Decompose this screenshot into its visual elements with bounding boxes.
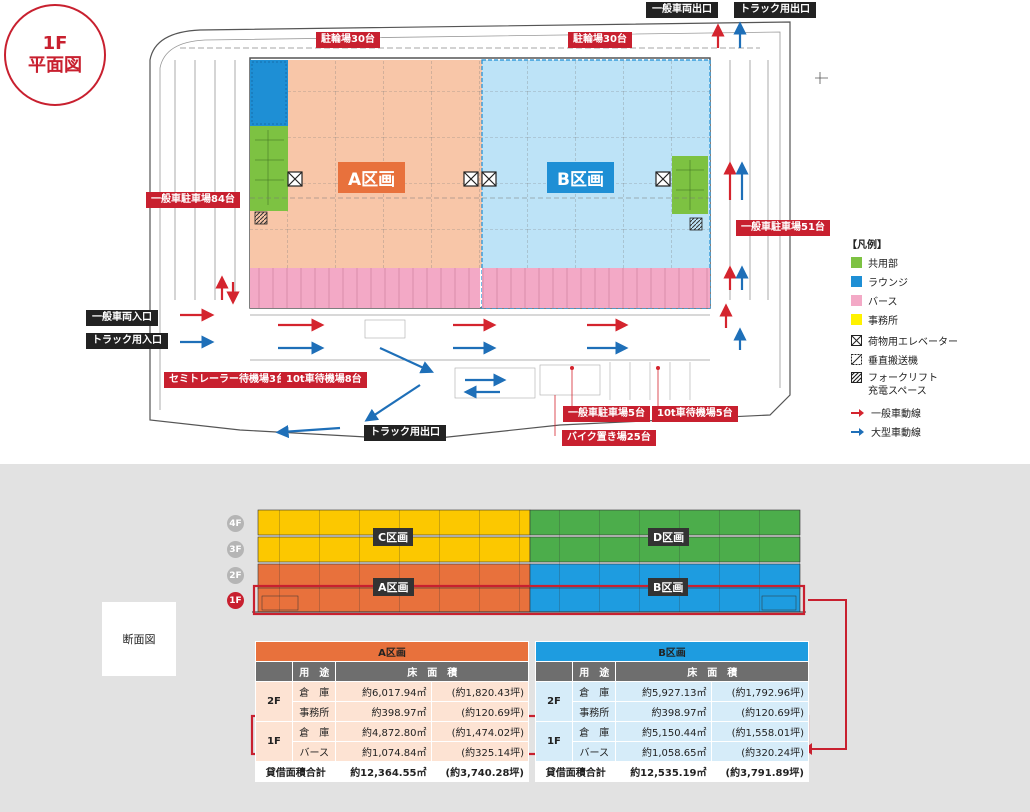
table-b-header: B区画 (535, 641, 809, 662)
legend-elevator: 荷物用エレベーター (851, 333, 958, 348)
label-bicycle-b: 駐輪場30台 (568, 32, 632, 48)
table-a-col-use: 用 途 (291, 661, 337, 682)
legend-title: 【凡例】 (847, 240, 887, 251)
table-b-floor-1f: 1F (535, 721, 573, 762)
label-parking-84: 一般車駐車場84台 (146, 192, 240, 208)
elevator-icon (851, 335, 862, 346)
table-a-header: A区画 (255, 641, 529, 662)
legend-forklift: フォークリフト充電スペース (851, 372, 938, 398)
blue-arrow-icon (851, 427, 864, 436)
table-b-total-tsubo: (約3,791.89坪) (710, 761, 809, 782)
table-b-floor-2f: 2F (535, 681, 573, 722)
label-bicycle-a: 駐輪場30台 (316, 32, 380, 48)
legend-berth: バース (851, 293, 898, 308)
label-truck10t-5: 10t車待機場5台 (652, 406, 738, 422)
legend-office: 事務所 (851, 312, 898, 327)
table-b-total-label: 貸借面積合計 (534, 761, 617, 782)
table-a-col-area: 床 面 積 (335, 661, 529, 682)
floor-badge-4f: 4F (227, 515, 244, 532)
section-zone-d: D区画 (648, 528, 690, 546)
title-floor: 1F (42, 33, 68, 54)
label-truck-exit-bottom: トラック用出口 (364, 425, 446, 441)
label-truck-entry: トラック用入口 (86, 333, 168, 349)
table-a-total-label: 貸借面積合計 (254, 761, 337, 782)
table-b-col-use: 用 途 (571, 661, 617, 682)
label-semitrailer: セミトレーラー待機場3台 (164, 372, 291, 388)
section-zone-c: C区画 (373, 528, 414, 546)
label-truck-exit-top: トラック用出口 (734, 2, 816, 18)
red-arrow-icon (851, 408, 864, 417)
label-parking-51: 一般車駐車場51台 (736, 220, 830, 236)
label-car-exit: 一般車両出口 (646, 2, 718, 18)
table-b-col-area: 床 面 積 (615, 661, 809, 682)
table-a-total-area: 約12,364.55㎡ (335, 761, 432, 782)
zone-b-tag: B区画 (547, 162, 614, 193)
floor-badge-3f: 3F (227, 541, 244, 558)
label-truck10t-8: 10t車待機場8台 (281, 372, 367, 388)
section-zone-a: A区画 (373, 578, 414, 596)
legend-vertical: 垂直搬送機 (851, 352, 918, 367)
forklift-charge-icon (851, 372, 862, 383)
label-parking-5: 一般車駐車場5台 (563, 406, 650, 422)
floor-badge-2f: 2F (227, 567, 244, 584)
section-zone-b: B区画 (648, 578, 689, 596)
swatch-lounge (851, 276, 862, 287)
area-table-b: B区画 用 途 床 面 積 2F 倉 庫 約5,927.13㎡ (約1,792.… (534, 641, 809, 782)
swatch-common (851, 257, 862, 268)
legend-car-line: 一般車動線 (851, 405, 921, 420)
label-bike-25: バイク置き場25台 (562, 430, 656, 446)
area-table-a: A区画 用 途 床 面 積 2F 倉 庫 約6,017.94㎡ (約1,820.… (254, 641, 529, 782)
legend-common: 共用部 (851, 255, 898, 270)
swatch-office (851, 314, 862, 325)
legend-lounge: ラウンジ (851, 274, 908, 289)
table-a-floor-2f: 2F (255, 681, 293, 722)
title-text: 平面図 (28, 55, 82, 76)
vertical-conveyor-icon (851, 354, 862, 365)
legend-truck-line: 大型車動線 (851, 424, 921, 439)
floor-badge-1f: 1F (227, 592, 244, 609)
table-b-total-area: 約12,535.19㎡ (615, 761, 712, 782)
table-a-floor-1f: 1F (255, 721, 293, 762)
label-car-entry: 一般車両入口 (86, 310, 158, 326)
zone-a-tag: A区画 (338, 162, 406, 193)
swatch-berth (851, 295, 862, 306)
table-a-total-tsubo: (約3,740.28坪) (430, 761, 529, 782)
section-title: 断面図 (102, 602, 176, 676)
title-badge: 1F 平面図 (4, 4, 106, 106)
